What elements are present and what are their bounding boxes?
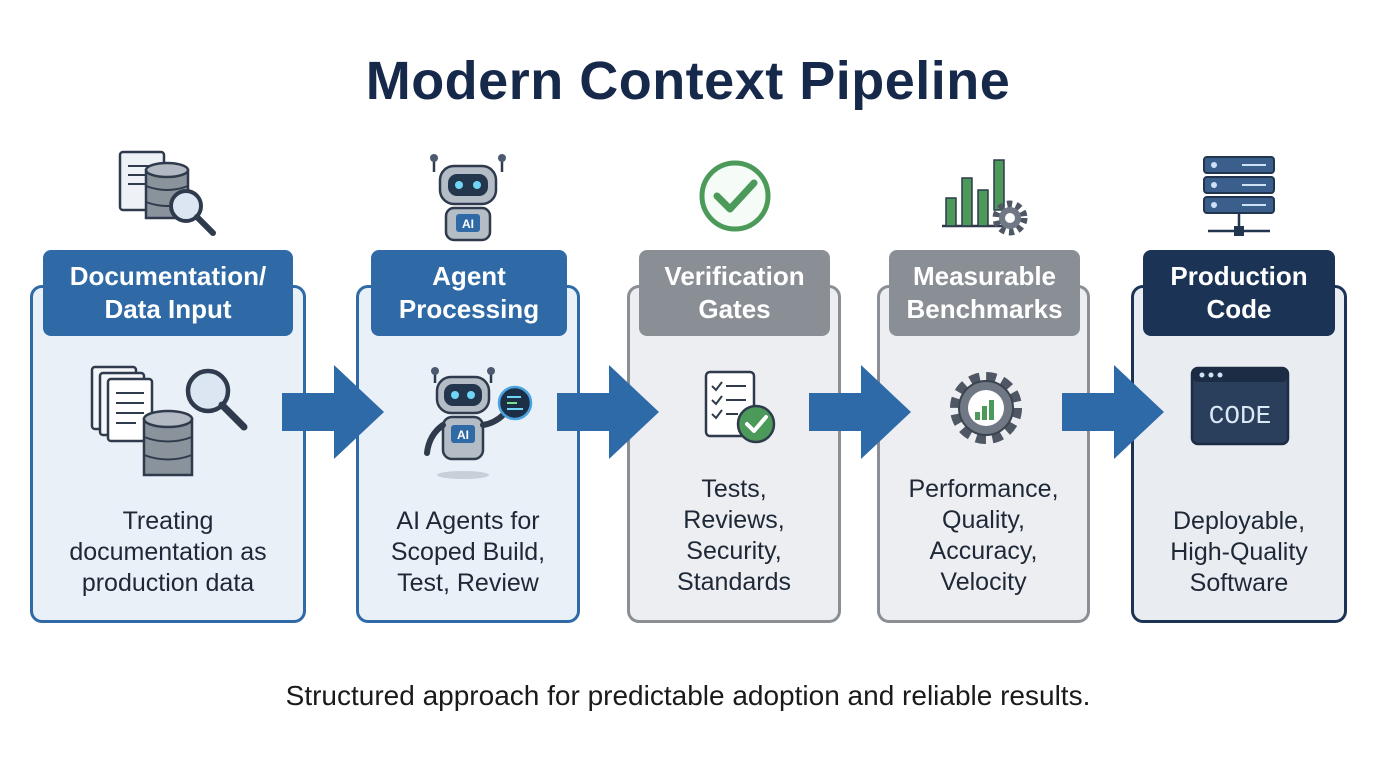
stage-header: Measurable Benchmarks xyxy=(889,250,1080,336)
stage-header: Documentation/ Data Input xyxy=(43,250,293,336)
gear-chart-icon xyxy=(950,372,1022,444)
stage-card-measurable-benchmarks: Performance, Quality, Accuracy, Velocity xyxy=(877,285,1090,623)
stage-description: Performance, Quality, Accuracy, Velocity xyxy=(908,475,1059,596)
stage-description: Tests, Reviews, Security, Standards xyxy=(677,475,791,596)
svg-text:CODE: CODE xyxy=(1209,401,1271,431)
stage-header: Agent Processing xyxy=(371,250,567,336)
stage-header: Verification Gates xyxy=(639,250,830,336)
right-arrow-icon xyxy=(282,365,384,459)
stage-description: AI Agents for Scoped Build, Test, Review xyxy=(390,507,546,597)
document-database-search-icon xyxy=(118,150,216,236)
code-window-icon: CODE xyxy=(1190,366,1290,446)
svg-text:AI: AI xyxy=(457,428,469,442)
svg-text:AI: AI xyxy=(462,217,474,231)
ai-robot-code-icon: AI xyxy=(424,367,533,479)
stage-card-production-code: CODE Deployable, High-Quality Software xyxy=(1131,285,1347,623)
stage-header: Production Code xyxy=(1143,250,1335,336)
checkmark-circle-icon xyxy=(699,160,771,232)
stage-card-agent-processing: AI AI Agents for Scoped Build, Test, Rev… xyxy=(356,285,580,623)
ai-robot-icon: AI xyxy=(430,154,506,242)
right-arrow-icon xyxy=(1062,365,1164,459)
footer-caption: Structured approach for predictable adop… xyxy=(285,680,1091,711)
right-arrow-icon xyxy=(809,365,911,459)
page-title: Modern Context Pipeline xyxy=(365,51,1011,111)
documents-database-magnifier-icon xyxy=(90,365,248,477)
stage-description: Deployable, High-Quality Software xyxy=(1170,507,1308,597)
bar-chart-gear-icon xyxy=(942,159,1028,236)
right-arrow-icon xyxy=(557,365,659,459)
server-rack-icon xyxy=(1203,156,1275,236)
checklist-approved-icon xyxy=(704,370,776,444)
stage-card-verification-gates: Tests, Reviews, Security, Standards xyxy=(627,285,841,623)
stage-card-data-input: Treating documentation as production dat… xyxy=(30,285,306,623)
stage-description: Treating documentation as production dat… xyxy=(69,507,267,597)
